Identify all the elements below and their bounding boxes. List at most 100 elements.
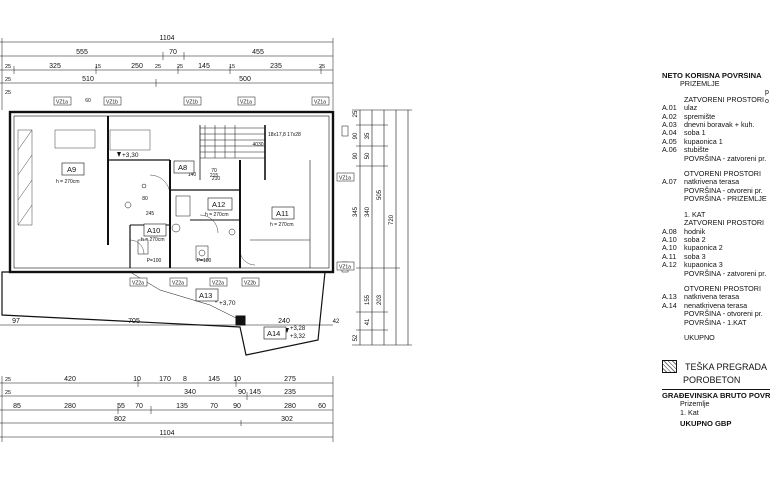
dim-top-row1-0: 555 <box>76 49 88 56</box>
dim-mid-right2: 42 <box>333 319 340 325</box>
dim-top-left-1: 25 <box>5 77 11 83</box>
window-tag-6: VZ1a <box>339 265 351 271</box>
legend-closed-sum: POVRŠINA - zatvoreni pr. <box>684 153 767 163</box>
misc-label-9: 140 <box>188 172 197 178</box>
dim-top-row3-0: 510 <box>82 76 94 83</box>
dim-top-total: 1104 <box>159 35 174 42</box>
room-code: A.10 <box>662 234 677 244</box>
dim-right-4: 50 <box>365 152 371 159</box>
window-tag-9: VZ2a <box>212 281 224 287</box>
ground-room-5: A.06 stubište <box>662 145 770 155</box>
dim-right-1: 90 <box>353 132 359 139</box>
dim-top-row2-3: 235 <box>270 63 282 70</box>
misc-label-7: 80 <box>142 196 148 202</box>
legend-closed-head: ZATVORENI PROSTORI <box>684 94 765 104</box>
dim-right-9: 155 <box>365 294 371 305</box>
legend-gross-row-1: Prizemlje <box>680 399 710 409</box>
room-code: A.14 <box>662 300 677 310</box>
dim-right-3: 35 <box>365 132 371 139</box>
room-code: A.12 <box>662 260 677 270</box>
dim-right-11: 41 <box>365 318 371 325</box>
open-room-2-0: A.13 natkrivena terasa <box>662 292 770 302</box>
dim-right-8: 720 <box>389 214 395 225</box>
room-code: A.04 <box>662 128 677 138</box>
dim-bot-row3-0: 85 <box>13 403 21 410</box>
window-tag-0: VZ1a <box>56 100 68 106</box>
misc-label-5: 70 <box>211 168 217 174</box>
legend-open-sum2: POVRŠINA - otvoreni pr. <box>684 309 763 319</box>
ground-room-1: A.02 spremište <box>662 111 770 121</box>
room-a11-height: h = 270cm <box>270 222 294 228</box>
legend-ground: PRIZEMLJE <box>680 79 720 89</box>
dim-bot-row3-5: 70 <box>210 403 218 410</box>
room-a14-label: A14 <box>267 329 280 338</box>
room-name: dnevni boravak + kuh. <box>684 120 755 130</box>
window-tag-box-7 <box>129 277 148 287</box>
window-tag-box-2 <box>183 96 202 106</box>
room-name: natkrivena terasa <box>684 292 740 302</box>
dim-bot-row2-2: 145 <box>249 389 261 396</box>
dim-top-row2-1: 250 <box>131 63 143 70</box>
dim-top-row1-2: 455 <box>252 49 264 56</box>
dim-bot-row1-6: 275 <box>284 376 296 383</box>
room-code: A.08 <box>662 226 677 236</box>
legend-wall-type: TEŠKA PREGRADA <box>685 361 768 372</box>
dim-bot-row1-2: 170 <box>159 376 171 383</box>
dim-top-row3-1: 500 <box>239 76 251 83</box>
room-code: A.06 <box>662 145 677 155</box>
room-a11-label: A11 <box>276 209 289 218</box>
legend-ground-sum: POVRŠINA - PRIZEMLJE <box>684 194 767 204</box>
area-legend: NETO KORISNA POVRŠINA PRIZEMLJE ZATVOREN… <box>662 72 770 428</box>
dim-top-small-1: 25 <box>155 64 161 70</box>
misc-label-8: 60 <box>85 98 91 104</box>
dim-bot-row1-1: 10 <box>133 376 141 383</box>
room-code: A.10 <box>662 243 677 253</box>
dim-bot-row2-0: 340 <box>184 389 196 396</box>
dim-bot-row1-4: 145 <box>208 376 220 383</box>
dim-top-small-3: 15 <box>229 64 235 70</box>
room-name: spremište <box>684 111 716 121</box>
dim-bot-row3-4: 135 <box>176 403 188 410</box>
room-name: stubište <box>684 145 709 155</box>
level-3: +3,28 <box>290 326 306 332</box>
dim-bot-row4-1: 302 <box>281 416 293 423</box>
window-tag-box-3 <box>237 96 256 106</box>
legend-floor1: 1. KAT <box>684 209 706 219</box>
window-tag-4: VZ1a <box>314 100 326 106</box>
room-code: A.13 <box>662 292 677 302</box>
dim-top-left-0: 25 <box>5 64 11 70</box>
legend-total: UKUPNO <box>684 332 715 342</box>
legend-open-head2: OTVORENI PROSTORI <box>684 283 761 293</box>
legend-gross-row-2: 1. Kat <box>680 407 699 417</box>
window-tag-8: VZ2a <box>172 281 184 287</box>
legend-gross-title: GRAĐEVINSKA BRUTO POVRŠ <box>662 390 770 400</box>
window-tag-box-9 <box>209 277 228 287</box>
dim-top-row1-1: 70 <box>169 49 177 56</box>
misc-label-6: 215 <box>210 173 219 179</box>
room-code: A.02 <box>662 111 677 121</box>
dim-bot-row3-7: 280 <box>284 403 296 410</box>
legend-closed-sum2: POVRŠINA - zatvoreni pr. <box>684 268 767 278</box>
dim-right-2: 90 <box>353 152 359 159</box>
room-code: A.11 <box>662 251 677 261</box>
misc-label-4: 245 <box>146 211 155 217</box>
misc-label-1: P=100 <box>147 258 162 264</box>
level-4: +3,32 <box>290 334 306 340</box>
window-tag-7: VZ2a <box>132 281 144 287</box>
room-code: A.03 <box>662 120 677 130</box>
room-name: natkrivena terasa <box>684 177 740 187</box>
window-tag-2: VZ1b <box>186 100 198 106</box>
legend-right-fragment: p o <box>765 89 769 105</box>
room-a8-label: A8 <box>178 163 187 172</box>
dim-bot-row1-5: 10 <box>233 376 241 383</box>
level-2: +3,70 <box>219 300 236 307</box>
